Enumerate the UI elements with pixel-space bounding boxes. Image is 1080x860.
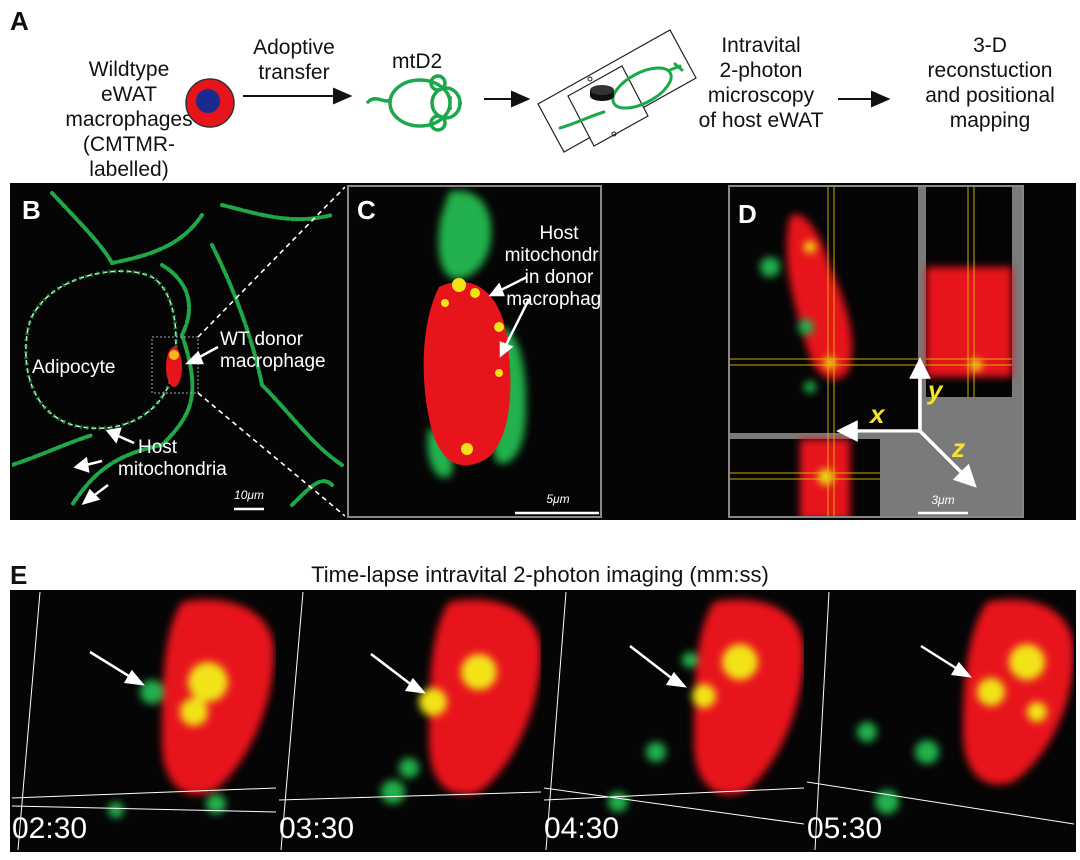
panel-c-letter: C bbox=[357, 195, 376, 225]
panel-c-image: C Host mitochondria in donor macrophage … bbox=[347, 185, 602, 518]
step1-line1: Wildtype bbox=[88, 58, 170, 81]
host-line1: Host bbox=[138, 437, 178, 458]
panel-c-graphics bbox=[423, 190, 599, 515]
panel-c-scale: 5μm bbox=[546, 492, 570, 506]
timelapse-frame-1: 02:30 bbox=[12, 592, 276, 850]
panel-a-letter: A bbox=[10, 6, 29, 36]
step-wildtype-macrophages: Wildtype eWAT macrophages (CMTMR-labelle… bbox=[44, 57, 214, 182]
mouse-icon bbox=[366, 74, 462, 132]
panel-d-graphics bbox=[730, 187, 1022, 516]
frame-4-time: 05:30 bbox=[807, 812, 883, 845]
step5-line4: mapping bbox=[949, 109, 1031, 132]
microscopy-setup-icon bbox=[537, 29, 697, 153]
labelled-macrophage-icon bbox=[185, 78, 235, 128]
adipocyte-label: Adipocyte bbox=[32, 357, 116, 378]
frame-3-time: 04:30 bbox=[544, 812, 620, 845]
host-mitochondria-label: Host mitochondria bbox=[118, 437, 227, 481]
panel-b-letter: B bbox=[22, 195, 41, 225]
wt-donor-line1: WT donor bbox=[220, 329, 304, 350]
step1-line3: macrophages bbox=[65, 108, 193, 131]
frame-3-graphics bbox=[544, 592, 804, 850]
step1-line4: (CMTMR-labelled) bbox=[82, 133, 176, 181]
wt-donor-label: WT donor macrophage bbox=[220, 329, 326, 373]
frame-2-graphics bbox=[279, 592, 541, 850]
host-line2: mitochondria bbox=[118, 459, 227, 480]
frame-1-graphics bbox=[12, 592, 276, 850]
step2-line2: transfer bbox=[258, 61, 330, 84]
timelapse-frame-3: 04:30 bbox=[544, 592, 804, 850]
panel-d-letter: D bbox=[738, 199, 757, 229]
step4-line1: Intravital bbox=[721, 34, 801, 57]
axis-x-label: x bbox=[870, 399, 885, 429]
step5-line2: reconstuction bbox=[927, 59, 1053, 82]
panel-d-image: D x y z 3μm bbox=[728, 185, 1024, 518]
mouse-strain-label: mtD2 bbox=[392, 50, 443, 73]
c-label-line2: mitochondria bbox=[504, 245, 600, 266]
step4-line4: of host eWAT bbox=[698, 109, 824, 132]
frame-2-time: 03:30 bbox=[279, 812, 355, 845]
flow-arrows bbox=[243, 87, 891, 108]
step-adoptive-transfer: Adoptive transfer bbox=[238, 35, 350, 85]
step2-line1: Adoptive bbox=[253, 36, 335, 59]
step-intravital-microscopy: Intravital 2-photon microscopy of host e… bbox=[686, 33, 836, 133]
step4-line2: 2-photon bbox=[719, 59, 803, 82]
timelapse-frame-4: 05:30 bbox=[807, 592, 1074, 850]
axis-y-label: y bbox=[928, 375, 943, 405]
frame-1-time: 02:30 bbox=[12, 812, 88, 845]
panel-d-scale: 3μm bbox=[931, 493, 955, 507]
frame-4-graphics bbox=[807, 592, 1074, 850]
step1-line2: eWAT bbox=[101, 83, 157, 106]
panel-b-image: B Adipocyte WT donor macrophage Host mit… bbox=[12, 185, 345, 518]
step4-line3: microscopy bbox=[707, 84, 815, 107]
panel-b-scale: 10μm bbox=[234, 488, 264, 502]
panel-e-letter: E bbox=[10, 560, 28, 590]
c-label-line3: in donor bbox=[524, 267, 594, 288]
step-3d-reconstruction: 3-D reconstuction and positional mapping bbox=[910, 33, 1070, 133]
step5-line3: and positional bbox=[925, 84, 1055, 107]
panel-c-label: Host mitochondria in donor macrophage bbox=[479, 223, 602, 311]
timelapse-frame-2: 03:30 bbox=[279, 592, 541, 850]
step5-line1: 3-D bbox=[973, 34, 1007, 57]
c-label-line1: Host bbox=[539, 223, 579, 244]
axis-z-label: z bbox=[952, 433, 965, 463]
c-label-line4: macrophage bbox=[506, 289, 602, 310]
wt-donor-line2: macrophage bbox=[220, 351, 326, 372]
panel-b-graphics bbox=[12, 186, 345, 517]
panel-e-title: Time-lapse intravital 2-photon imaging (… bbox=[311, 562, 769, 587]
